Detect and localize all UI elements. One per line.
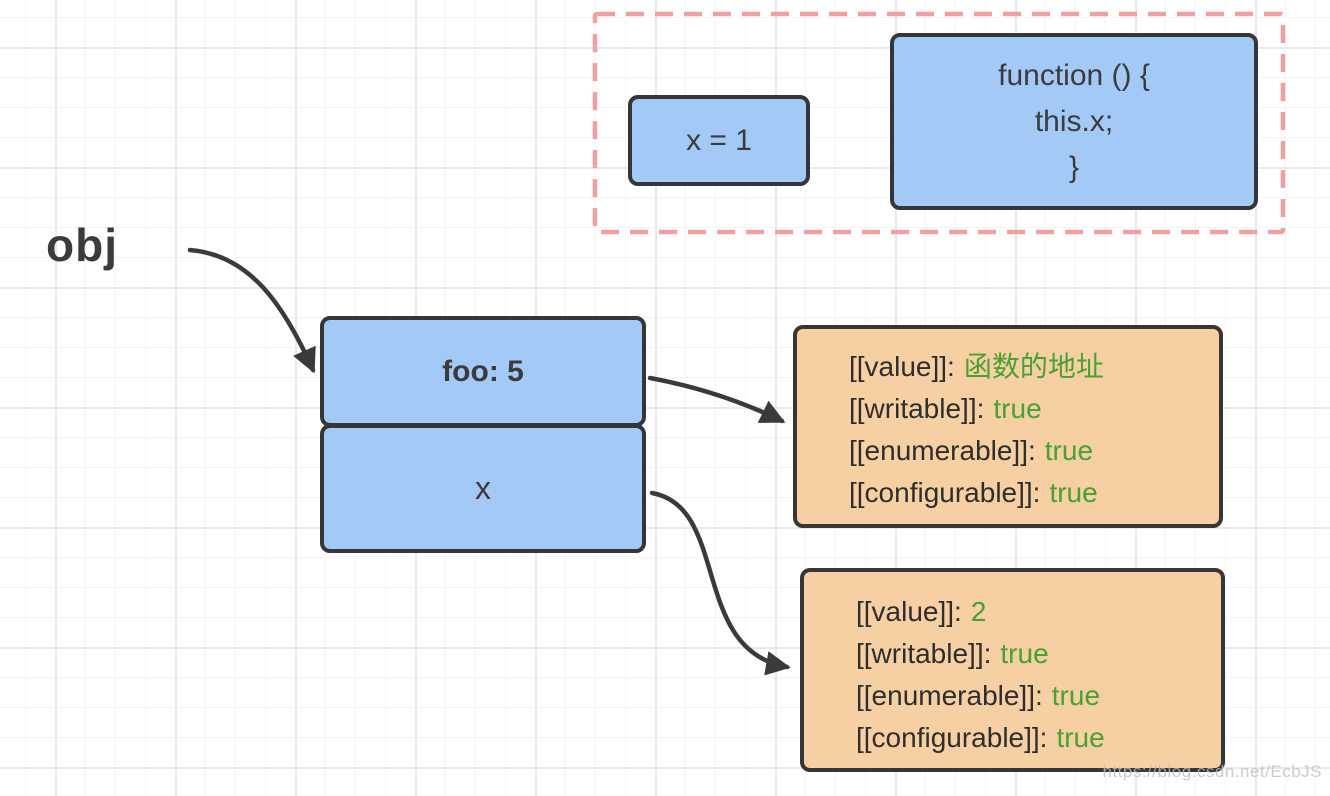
descriptor-key: [[value]]: bbox=[856, 596, 962, 627]
descriptor-key: [[configurable]]: bbox=[856, 722, 1048, 753]
descriptor-key: [[writable]]: bbox=[856, 638, 992, 669]
object-box: foo: 5 x bbox=[320, 316, 646, 553]
function-line: this.x; bbox=[1034, 104, 1114, 138]
descriptor-line: [[configurable]]: true bbox=[849, 472, 1219, 514]
descriptor-line: [[value]]: 2 bbox=[856, 591, 1221, 633]
descriptor-key: [[enumerable]]: bbox=[856, 680, 1043, 711]
descriptor-key: [[configurable]]: bbox=[849, 477, 1041, 508]
arrow-obj-to-object-icon bbox=[187, 247, 316, 374]
descriptor-key: [[writable]]: bbox=[849, 393, 985, 424]
descriptor-line: [[configurable]]: true bbox=[856, 717, 1221, 759]
function-line: function () { bbox=[998, 58, 1150, 92]
watermark: https://blog.csdn.net/EcbJS bbox=[1102, 762, 1322, 781]
descriptor-value: true bbox=[1044, 435, 1094, 466]
closure-scope-dashed-border bbox=[592, 11, 1286, 235]
obj-label: obj bbox=[46, 219, 118, 271]
descriptor-line: [[writable]]: true bbox=[856, 633, 1221, 675]
descriptor-key: [[value]]: bbox=[849, 351, 955, 382]
descriptor-value: true bbox=[1000, 638, 1049, 669]
descriptor-line: [[enumerable]]: true bbox=[856, 675, 1221, 717]
function-box: function () { this.x; } bbox=[890, 33, 1258, 210]
function-line: } bbox=[1068, 150, 1080, 184]
descriptor-key: [[enumerable]]: bbox=[849, 435, 1036, 466]
arrow-foo-to-descriptor-icon bbox=[647, 375, 786, 424]
closure-var-label: x = 1 bbox=[686, 123, 752, 157]
closure-var-box: x = 1 bbox=[628, 95, 810, 186]
arrow-x-to-descriptor-icon bbox=[649, 490, 791, 676]
descriptor-value: true bbox=[1056, 722, 1105, 753]
descriptor-line: [[enumerable]]: true bbox=[849, 430, 1219, 472]
descriptor-line: [[writable]]: true bbox=[849, 388, 1219, 430]
descriptor-value: true bbox=[1049, 477, 1098, 508]
object-row-foo: foo: 5 bbox=[320, 316, 646, 427]
descriptor-value: true bbox=[993, 393, 1042, 424]
descriptor-box-foo: [[value]]: 函数的地址 [[writable]]: true [[enum… bbox=[793, 325, 1223, 528]
descriptor-value: 函数的地址 bbox=[963, 351, 1104, 382]
object-row-foo-label: foo: 5 bbox=[442, 354, 524, 388]
descriptor-value: 2 bbox=[970, 596, 987, 627]
object-row-x-label: x bbox=[475, 470, 491, 506]
descriptor-line: [[value]]: 函数的地址 bbox=[849, 346, 1219, 388]
object-row-x: x bbox=[320, 424, 646, 553]
descriptor-value: true bbox=[1051, 680, 1101, 711]
descriptor-box-x: [[value]]: 2 [[writable]]: true [[enumerab… bbox=[800, 568, 1225, 772]
